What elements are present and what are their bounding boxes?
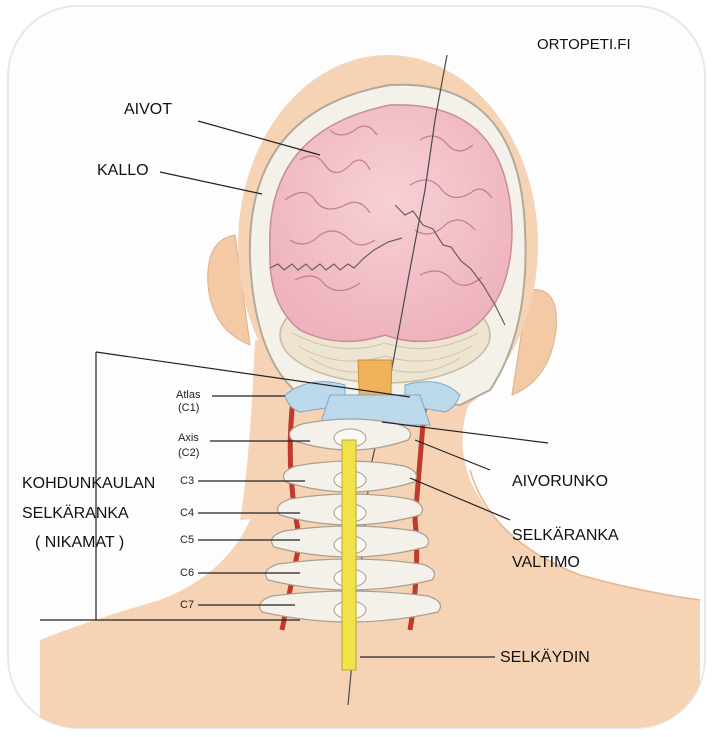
label-brain: AIVOT: [124, 101, 172, 118]
source-label: ORTOPETI.FI: [537, 36, 631, 53]
label-cervical-1: KOHDUNKAULAN: [22, 475, 155, 492]
label-axis: Axis: [178, 432, 199, 444]
label-brainstem: AIVORUNKO: [512, 473, 608, 490]
label-axis-code: (C2): [178, 447, 199, 459]
spinal-cord: [342, 440, 356, 670]
label-c3: C3: [180, 475, 194, 487]
label-c4: C4: [180, 507, 194, 519]
label-cervical-3: ( NIKAMAT ): [35, 534, 124, 551]
label-artery-2: VALTIMO: [512, 554, 580, 571]
label-artery-1: SELKÄRANKA: [512, 526, 619, 544]
label-c6: C6: [180, 567, 194, 579]
label-atlas: Atlas: [176, 389, 201, 401]
label-skull: KALLO: [97, 162, 149, 179]
label-atlas-code: (C1): [178, 402, 199, 414]
label-cervical-2: SELKÄRANKA: [22, 504, 129, 522]
label-spinal-cord: SELKÄYDIN: [500, 648, 590, 666]
label-c5: C5: [180, 534, 194, 546]
label-c7: C7: [180, 599, 194, 611]
